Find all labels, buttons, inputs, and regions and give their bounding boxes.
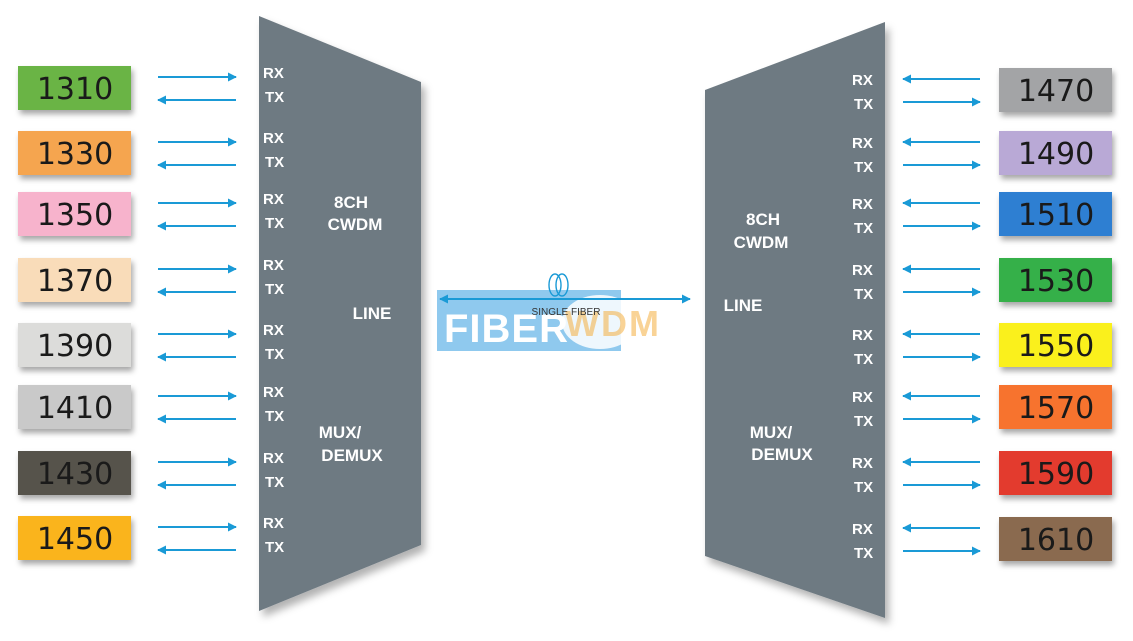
tx-label: TX [854, 479, 873, 496]
right-channel-1490: 1490 RX TX [852, 131, 1112, 176]
rx-label: RX [852, 455, 873, 472]
rx-label: RX [263, 65, 284, 82]
rx-label: RX [852, 389, 873, 406]
rx-label: RX [263, 130, 284, 147]
wavelength-label: 1310 [37, 72, 113, 107]
wavelength-box [999, 451, 1112, 495]
tx-label: TX [265, 281, 284, 298]
wavelength-box [999, 385, 1112, 429]
left-mux-title-line1: 8CH [334, 193, 368, 212]
wavelength-box [18, 323, 131, 367]
tx-label: TX [854, 413, 873, 430]
rx-label: RX [263, 450, 284, 467]
rx-label: RX [263, 515, 284, 532]
right-mux-label-line1: MUX/ [750, 423, 793, 442]
tx-label: TX [265, 154, 284, 171]
rx-label: RX [263, 191, 284, 208]
right-channel-list: 1470RXTX1490RXTX1510RXTX1530RXTX1550RXTX… [852, 68, 1112, 562]
right-channel-1510: 1510 RX TX [852, 192, 1112, 237]
left-channel-1350: 1350 RX TX [18, 191, 284, 236]
tx-label: TX [265, 408, 284, 425]
wavelength-label: 1490 [1018, 137, 1094, 172]
wavelength-label: 1510 [1018, 198, 1094, 233]
wavelength-box [999, 192, 1112, 236]
wavelength-box [999, 68, 1112, 112]
rx-label: RX [263, 322, 284, 339]
wavelength-label: 1390 [37, 329, 113, 364]
rx-label: RX [852, 262, 873, 279]
tx-label: TX [265, 539, 284, 556]
rx-label: RX [263, 257, 284, 274]
rx-label: RX [263, 384, 284, 401]
tx-label: TX [854, 220, 873, 237]
wavelength-label: 1450 [37, 522, 113, 557]
rx-label: RX [852, 327, 873, 344]
tx-label: TX [854, 286, 873, 303]
wavelength-label: 1470 [1018, 74, 1094, 109]
wavelength-label: 1530 [1018, 264, 1094, 299]
right-channel-1530: 1530 RX TX [852, 258, 1112, 303]
wavelength-box [999, 131, 1112, 175]
left-channel-1390: 1390 RX TX [18, 322, 284, 367]
left-channel-1330: 1330 RX TX [18, 130, 284, 175]
wavelength-label: 1430 [37, 457, 113, 492]
wavelength-label: 1590 [1018, 457, 1094, 492]
right-channel-1470: 1470 RX TX [852, 68, 1112, 113]
tx-label: TX [265, 89, 284, 106]
right-channel-1610: 1610 RX TX [852, 517, 1112, 562]
rx-label: RX [852, 196, 873, 213]
wavelength-label: 1370 [37, 264, 113, 299]
wavelength-box [18, 385, 131, 429]
tx-label: TX [854, 545, 873, 562]
wavelength-box [18, 131, 131, 175]
left-channel-1430: 1430 RX TX [18, 450, 284, 495]
rx-label: RX [852, 72, 873, 89]
left-mux-label-line2: DEMUX [321, 446, 383, 465]
wavelength-box [999, 258, 1112, 302]
tx-label: TX [265, 474, 284, 491]
tx-label: TX [265, 215, 284, 232]
right-mux-line-label: LINE [724, 296, 763, 315]
left-mux-title-line2: CWDM [328, 215, 383, 234]
left-mux-line-label: LINE [353, 304, 392, 323]
left-channel-1370: 1370 RX TX [18, 257, 284, 302]
rx-label: RX [852, 135, 873, 152]
wavelength-box [999, 323, 1112, 367]
left-mux-body [259, 16, 421, 611]
wavelength-box [18, 451, 131, 495]
left-channel-1410: 1410 RX TX [18, 384, 284, 429]
right-channel-1570: 1570 RX TX [852, 385, 1112, 430]
right-mux-title-line2: CWDM [734, 233, 789, 252]
tx-label: TX [854, 351, 873, 368]
tx-label: TX [854, 96, 873, 113]
rx-label: RX [852, 521, 873, 538]
right-mux-body [705, 22, 885, 618]
wavelength-box [18, 192, 131, 236]
wavelength-label: 1330 [37, 137, 113, 172]
right-mux-title-line1: 8CH [746, 210, 780, 229]
wavelength-label: 1550 [1018, 329, 1094, 364]
wavelength-label: 1610 [1018, 523, 1094, 558]
wavelength-label: 1570 [1018, 391, 1094, 426]
left-channel-1450: 1450 RX TX [18, 515, 284, 560]
left-channel-1310: 1310 RX TX [18, 65, 284, 110]
tx-label: TX [854, 159, 873, 176]
wavelength-box [18, 516, 131, 560]
logo-text-fiber: FIBER [444, 307, 569, 351]
tx-label: TX [265, 346, 284, 363]
wavelength-label: 1410 [37, 391, 113, 426]
logo-text-wdm: WDM [565, 303, 661, 344]
right-channel-1550: 1550 RX TX [852, 323, 1112, 368]
single-fiber-label: SINGLE FIBER [532, 307, 601, 318]
wavelength-box [999, 517, 1112, 561]
right-channel-1590: 1590 RX TX [852, 451, 1112, 496]
wavelength-label: 1350 [37, 198, 113, 233]
wavelength-box [18, 258, 131, 302]
right-mux-label-line2: DEMUX [751, 445, 813, 464]
wavelength-box [18, 66, 131, 110]
left-mux-label-line1: MUX/ [319, 423, 362, 442]
